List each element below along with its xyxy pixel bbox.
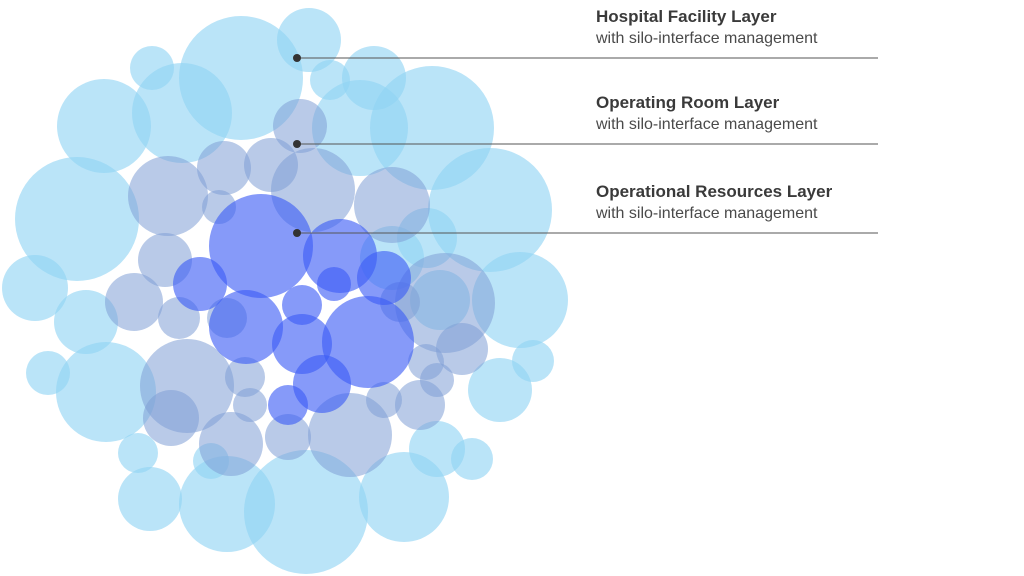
operational-resources-bubble	[209, 290, 283, 364]
operating-room-bubble	[308, 393, 392, 477]
hospital-facility-bubble	[409, 421, 465, 477]
operating-room-bubble	[273, 99, 327, 153]
operational-resources-bubble	[317, 267, 351, 301]
operational-resources-title: Operational Resources Layer	[596, 182, 833, 201]
hospital-facility-bubble	[468, 358, 532, 422]
operating-room-label: Operating Room Layer with silo-interface…	[596, 92, 896, 136]
operational-resources-label: Operational Resources Layer with silo-in…	[596, 181, 896, 225]
hospital-facility-bubble	[472, 252, 568, 348]
hospital-facility-bubble	[56, 342, 156, 442]
operating-room-bubble	[143, 390, 199, 446]
hospital-facility-bubble	[54, 290, 118, 354]
operating-room-bubble	[395, 380, 445, 430]
operating-room-bubble	[265, 414, 311, 460]
operating-room-leader-dot	[293, 140, 301, 148]
hospital-facility-subtitle: with silo-interface management	[596, 30, 818, 47]
hospital-facility-bubble	[132, 63, 232, 163]
operational-resources-bubble	[357, 251, 411, 305]
operating-room-bubble	[199, 412, 263, 476]
operational-resources-bubble	[282, 285, 322, 325]
operating-room-bubble	[128, 156, 208, 236]
operational-resources-leader-dot	[293, 229, 301, 237]
hospital-facility-bubble	[15, 157, 139, 281]
hospital-facility-leader-dot	[293, 54, 301, 62]
hospital-facility-bubble	[277, 8, 341, 72]
operating-room-bubble	[354, 167, 430, 243]
operating-room-bubble	[197, 141, 251, 195]
leader-lines	[293, 54, 878, 237]
hospital-facility-bubble	[118, 467, 182, 531]
hospital-facility-bubble	[244, 450, 368, 574]
hospital-facility-bubble	[57, 79, 151, 173]
operating-room-bubble	[105, 273, 163, 331]
hospital-facility-bubble	[118, 433, 158, 473]
operating-room-bubble	[225, 357, 265, 397]
hospital-facility-bubble	[451, 438, 493, 480]
operational-resources-bubbles	[173, 194, 414, 425]
operational-resources-bubble	[322, 296, 414, 388]
hospital-facility-title: Hospital Facility Layer	[596, 7, 777, 26]
operating-room-bubble	[436, 323, 488, 375]
operating-room-title: Operating Room Layer	[596, 93, 780, 112]
hospital-facility-bubble	[2, 255, 68, 321]
operational-resources-bubble	[268, 385, 308, 425]
operating-room-subtitle: with silo-interface management	[596, 116, 818, 133]
operational-resources-bubble	[173, 257, 227, 311]
hospital-facility-bubble	[312, 80, 408, 176]
operational-resources-subtitle: with silo-interface management	[596, 205, 818, 222]
operational-resources-bubble	[209, 194, 313, 298]
hospital-facility-label: Hospital Facility Layer with silo-interf…	[596, 6, 896, 50]
hospital-facility-bubble	[370, 66, 494, 190]
operational-resources-bubble	[293, 355, 351, 413]
hospital-facility-bubble	[512, 340, 554, 382]
